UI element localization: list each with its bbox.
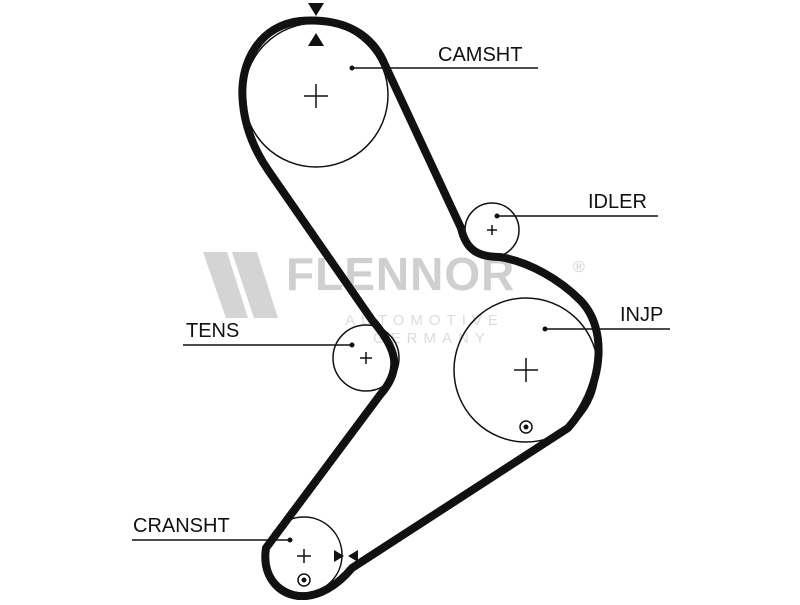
crankshaft-timing-arrow-left-icon: [348, 550, 358, 562]
tensioner-label: TENS: [186, 320, 239, 342]
watermark-line-2: GERMANY: [373, 330, 491, 347]
watermark-line-1: AUTOMOTIVE: [345, 312, 504, 329]
camshaft-timing-arrow-down-icon: [308, 3, 324, 16]
crankshaft-center-mark: [297, 549, 311, 563]
flennor-logo-mark: [203, 252, 248, 318]
crankshaft-leader: [132, 537, 293, 543]
timing-belt: [238, 16, 603, 601]
idler-center-mark: [487, 225, 497, 235]
flennor-logo-mark-2: [232, 252, 278, 318]
injection-pump-leader: [542, 326, 670, 332]
injection-pump-label: INJP: [620, 304, 663, 326]
tensioner-leader: [183, 342, 355, 348]
crankshaft-label: CRANSHT: [133, 515, 230, 537]
idler-label: IDLER: [588, 191, 647, 213]
injection-pump-center-mark: [514, 358, 538, 382]
camshaft-center-mark: [304, 84, 328, 108]
camshaft-label: CAMSHT: [438, 44, 522, 66]
camshaft-leader: [349, 65, 538, 71]
crankshaft-timing-dot-icon: [297, 573, 311, 587]
idler-leader: [494, 213, 658, 219]
camshaft-timing-arrow-up-icon: [308, 33, 324, 46]
crankshaft-timing-arrow-right-icon: [334, 550, 344, 562]
tensioner-pulley: [332, 324, 400, 392]
tensioner-center-mark: [360, 352, 372, 364]
watermark-registered: ®: [573, 259, 585, 276]
injection-pump-timing-dot-icon: [519, 420, 533, 434]
